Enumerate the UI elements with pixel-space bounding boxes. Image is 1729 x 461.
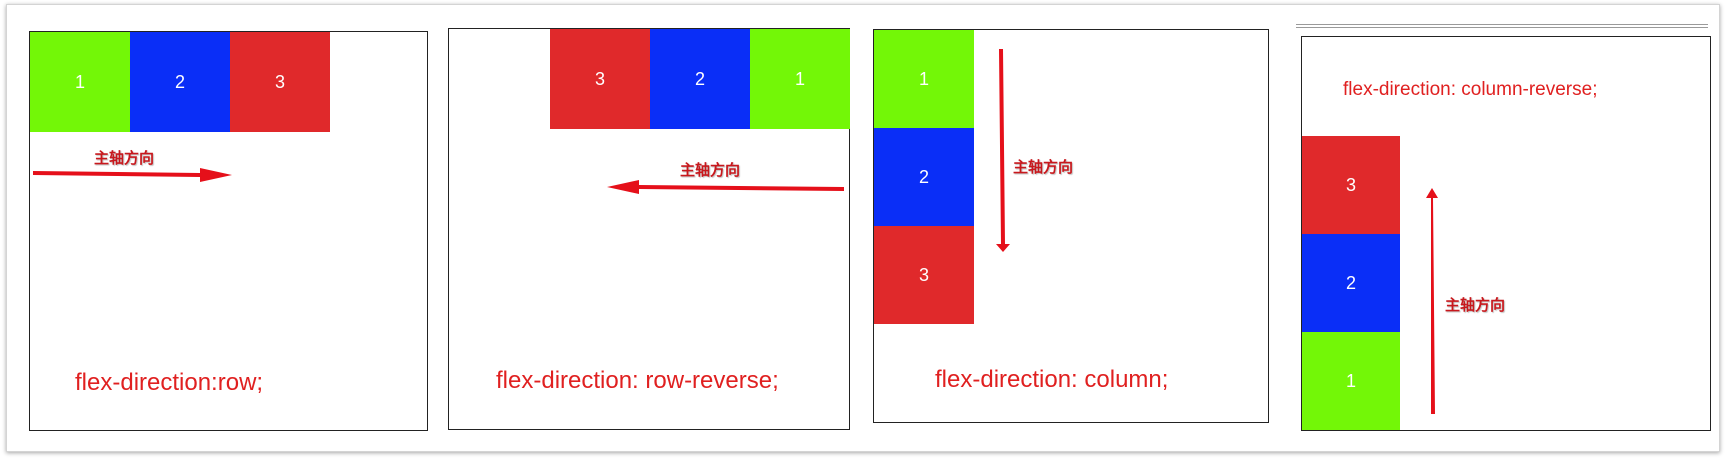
- flex-item-1: 1: [874, 30, 974, 128]
- flex-item-2: 2: [1302, 234, 1400, 332]
- main-axis-arrow-up-icon: [1426, 188, 1438, 414]
- flex-item-1: 1: [750, 29, 850, 129]
- panel-row-reverse: 3 2 1 主轴方向 flex-direction: row-reverse;: [448, 28, 850, 430]
- caption: flex-direction: row-reverse;: [496, 367, 779, 394]
- main-axis-arrow-down-icon: [996, 49, 1010, 252]
- decorative-double-line: [1296, 24, 1708, 28]
- flex-item-3: 3: [230, 32, 330, 132]
- flex-item-2: 2: [874, 128, 974, 226]
- flex-item-3: 3: [874, 226, 974, 324]
- panel-row: 1 2 3 主轴方向 flex-direction:row;: [29, 31, 428, 431]
- caption: flex-direction: column;: [935, 366, 1169, 393]
- main-axis-label: 主轴方向: [1445, 296, 1506, 314]
- main-axis-label: 主轴方向: [680, 161, 741, 179]
- flex-item-3: 3: [550, 29, 650, 129]
- flex-item-3: 3: [1302, 136, 1400, 234]
- flex-item-1: 1: [1302, 332, 1400, 430]
- main-axis-arrow-right-icon: [33, 168, 232, 182]
- main-axis-arrow-left-icon: [607, 180, 844, 194]
- panel-column-reverse: flex-direction: column-reverse; 3 2 1 主轴…: [1301, 36, 1711, 431]
- caption: flex-direction: column-reverse;: [1343, 79, 1598, 100]
- flex-item-2: 2: [650, 29, 750, 129]
- main-axis-label: 主轴方向: [1013, 158, 1074, 176]
- caption: flex-direction:row;: [75, 369, 264, 396]
- flex-item-1: 1: [30, 32, 130, 132]
- flex-item-2: 2: [130, 32, 230, 132]
- main-axis-label: 主轴方向: [94, 149, 155, 167]
- panel-column: 1 2 3 主轴方向 flex-direction: column;: [873, 29, 1269, 423]
